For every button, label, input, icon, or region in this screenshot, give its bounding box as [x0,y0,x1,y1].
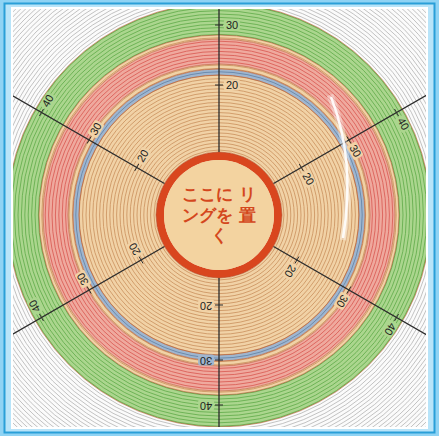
color-band [164,160,274,270]
tick-mark [295,257,299,264]
size-number: 20 [126,239,144,259]
radial-line [13,247,164,386]
size-ring [147,143,291,287]
size-number: 20 [224,80,240,91]
tick-mark [347,137,351,144]
tick-mark [215,85,223,86]
size-number: 40 [198,400,214,411]
size-ring [140,136,297,293]
tick-mark [215,25,223,26]
glare [330,95,348,240]
color-band [13,9,426,427]
size-number: 40 [39,91,57,111]
size-number: 30 [334,291,352,311]
size-ring [154,150,284,280]
tick-mark [215,405,223,406]
size-number: 30 [87,119,105,139]
size-number: 40 [394,114,412,134]
size-number: 30 [224,20,240,31]
size-number: 20 [198,300,214,311]
radial-line [13,45,164,184]
size-ring [130,126,308,304]
tick-mark [135,164,139,171]
ring-place-circle: ここに リングを 置く [164,160,274,270]
tick-mark [215,305,223,306]
band-edge [156,152,282,278]
tick-mark [395,314,399,321]
size-ring [151,147,288,284]
tick-mark [395,109,399,116]
tick-mark [139,257,143,264]
color-band [156,152,282,278]
size-ring [137,133,301,297]
tick-mark [39,314,43,321]
tick-mark [87,137,91,144]
ring-chart [13,9,426,427]
size-ring [134,130,305,301]
size-number: 30 [74,269,92,289]
size-number: 30 [347,141,365,161]
tick-mark [299,164,303,171]
size-number: 20 [134,146,152,166]
instruction-text: ここに リングを 置く [182,184,256,245]
radial-line [218,9,219,152]
size-number: 30 [198,355,214,366]
tick-mark [347,287,351,294]
size-number: 40 [26,296,44,316]
tick-mark [215,360,223,361]
tick-mark [39,109,43,116]
size-ring [144,140,294,290]
size-number: 20 [299,169,317,189]
tick-mark [87,287,91,294]
glare [331,97,347,238]
size-number: 40 [381,319,399,339]
radial-line [274,247,426,386]
size-number: 20 [282,261,300,281]
